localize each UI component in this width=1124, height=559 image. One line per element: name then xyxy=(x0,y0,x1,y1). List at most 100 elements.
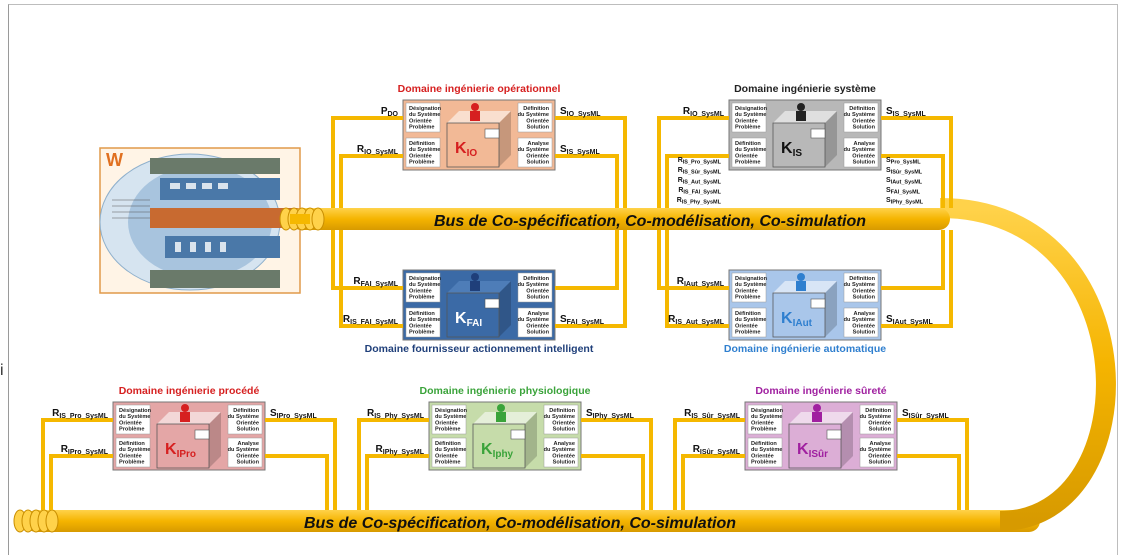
input-top-label: RIS_Pro_SysML xyxy=(52,408,109,420)
laptop-icon xyxy=(810,128,826,139)
w-label: W xyxy=(106,150,123,170)
laptop-icon xyxy=(194,429,210,440)
person-icon xyxy=(181,404,189,412)
output-top-label: SIS_SysML xyxy=(886,106,926,118)
domain-title: Domaine fournisseur actionnement intelli… xyxy=(365,343,594,355)
output-bottom-label: SIS_SysML xyxy=(560,144,600,156)
domain-title: Domaine ingénierie procédé xyxy=(119,385,260,397)
is-output-label: SIPhy_SysML xyxy=(886,197,924,206)
domain-aut: Domaine ingénierie automatique Désignatio… xyxy=(657,230,953,355)
bus-curve xyxy=(939,198,1116,531)
k-label: KIphy xyxy=(481,441,514,460)
input-top-label: RIS_Phy_SysML xyxy=(367,408,425,420)
domain-io: Domaine ingénierie opérationnelDésignati… xyxy=(331,83,627,208)
person-icon xyxy=(797,103,805,111)
is-output-label: SISûr_SysML xyxy=(886,167,923,176)
laptop-icon xyxy=(510,429,526,440)
is-input-label: RIS_FAI_SysML xyxy=(678,187,721,196)
person-icon xyxy=(497,404,505,412)
input-top-label: RIO_SysML xyxy=(683,106,725,118)
person-icon xyxy=(797,273,805,281)
output-top-label: SISûr_SysML xyxy=(902,408,949,420)
output-top-label: SIPhy_SysML xyxy=(586,408,635,420)
domain-title: Domaine ingénierie physiologique xyxy=(420,385,591,397)
input-bottom-label: RIS_Aut_SysML xyxy=(668,314,725,326)
diagram-frame xyxy=(8,4,1118,555)
output-top-label: SIO_SysML xyxy=(560,106,601,118)
input-bottom-label: RIO_SysML xyxy=(357,144,399,156)
w-panel: W xyxy=(99,147,301,294)
output-bottom-label: SIAut_SysML xyxy=(886,314,933,326)
k-label: KIS xyxy=(781,140,802,159)
domain-title: Domaine ingénierie sûreté xyxy=(755,385,886,397)
is-output-label: SPro_SysML xyxy=(886,157,921,166)
input-bottom-label: RIS_FAI_SysML xyxy=(343,314,399,326)
is-output-label: SIAut_SysML xyxy=(886,177,923,186)
k-label: KFAI xyxy=(455,310,482,329)
is-input-label: RIS_Aut_SysML xyxy=(678,177,722,186)
side-character: i xyxy=(0,362,4,379)
k-label: KIAut xyxy=(781,310,813,329)
w-to-bus-link xyxy=(290,214,310,224)
output-top-label: SIPro_SysML xyxy=(270,408,317,420)
laptop-icon xyxy=(826,429,842,440)
bus-top-label: Bus de Co-spécification, Co-modélisation… xyxy=(434,213,866,230)
input-top-label: RIS_Sûr_SysML xyxy=(684,408,741,420)
is-input-label: RIS_Phy_SysML xyxy=(677,197,722,206)
output-bottom-label: SFAI_SysML xyxy=(560,314,605,326)
input-top-label: RIAut_SysML xyxy=(677,276,725,288)
input-bottom-label: RISûr_SysML xyxy=(693,444,741,456)
domain-fai: Domaine fournisseur actionnement intelli… xyxy=(331,230,627,355)
bus-bottom: Bus de Co-spécification, Co-modélisation… xyxy=(13,509,1040,533)
k-label: KIPro xyxy=(165,441,196,460)
laptop-icon xyxy=(484,298,500,309)
bus-bottom-label: Bus de Co-spécification, Co-modélisation… xyxy=(304,515,736,532)
input-top-label: RFAI_SysML xyxy=(353,276,398,288)
input-bottom-label: RIPhy_SysML xyxy=(376,444,425,456)
input-bottom-label: RIPro_SysML xyxy=(61,444,109,456)
is-output-label: SFAI_SysML xyxy=(886,187,921,196)
domain-title: Domaine ingénierie opérationnel xyxy=(398,83,561,95)
domain-boxes: Domaine ingénierie opérationnelDésignati… xyxy=(41,83,969,510)
is-input-label: RIS_Pro_SysML xyxy=(678,157,722,166)
k-label: KIO xyxy=(455,140,477,159)
domain-title: Domaine ingénierie système xyxy=(734,83,876,95)
person-icon xyxy=(471,273,479,281)
domain-title: Domaine ingénierie automatique xyxy=(724,343,886,355)
laptop-icon xyxy=(810,298,826,309)
input-top-label: PDO xyxy=(381,106,399,118)
domain-phy: Domaine ingénierie physiologiqueDésignat… xyxy=(357,385,653,510)
person-icon xyxy=(813,404,821,412)
k-label: KISûr xyxy=(797,441,828,460)
person-icon xyxy=(471,103,479,111)
